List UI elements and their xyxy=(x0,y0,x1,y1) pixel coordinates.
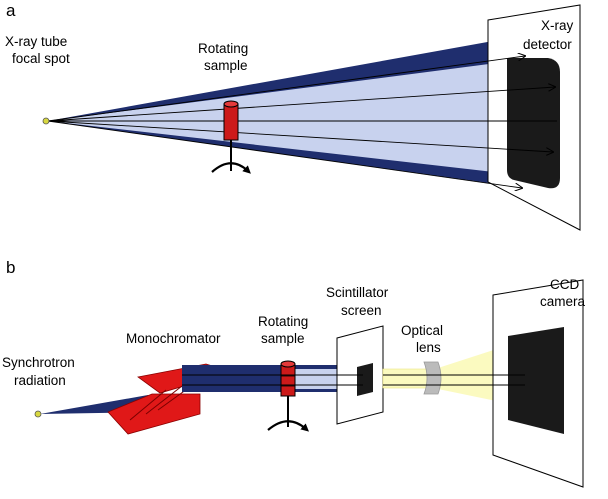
monochromator-label: Monochromator xyxy=(126,331,221,346)
beam-axis-rays xyxy=(182,374,525,386)
lens-label: Optical lens xyxy=(401,323,447,355)
panel-b: b xyxy=(2,258,586,488)
monochromator-crystal-lower xyxy=(107,393,201,435)
rotation-arrow-icon xyxy=(211,162,251,174)
cone-beam-inner xyxy=(48,60,520,175)
sample-label-a: Rotating sample xyxy=(198,41,252,73)
ccd-camera-sensor xyxy=(508,327,564,434)
scintillator-crystal xyxy=(357,363,373,396)
ccd-camera-label: CCD camera xyxy=(540,277,586,309)
synchrotron-source-icon xyxy=(34,410,42,418)
source-label-a: X-ray tube focal spot xyxy=(5,34,71,66)
rotation-arrow-icon-b xyxy=(267,420,309,432)
rotating-sample-b xyxy=(267,360,309,432)
xray-tube-focal-spot-icon xyxy=(42,117,50,125)
xray-detector-panel xyxy=(507,58,560,189)
sample-label-b: Rotating sample xyxy=(258,314,312,346)
panel-a: a X-ray tube focal spot xyxy=(5,1,581,231)
xray-rays xyxy=(47,56,557,188)
optical-lens-icon xyxy=(423,361,442,395)
detector-label-a: X-ray detector xyxy=(523,18,577,52)
scintillator-label: Scintillator screen xyxy=(326,285,392,318)
source-label-b: Synchrotron radiation xyxy=(2,355,79,388)
panel-b-letter: b xyxy=(6,258,15,277)
rotating-sample-a xyxy=(211,100,251,174)
panel-a-letter: a xyxy=(6,1,16,20)
